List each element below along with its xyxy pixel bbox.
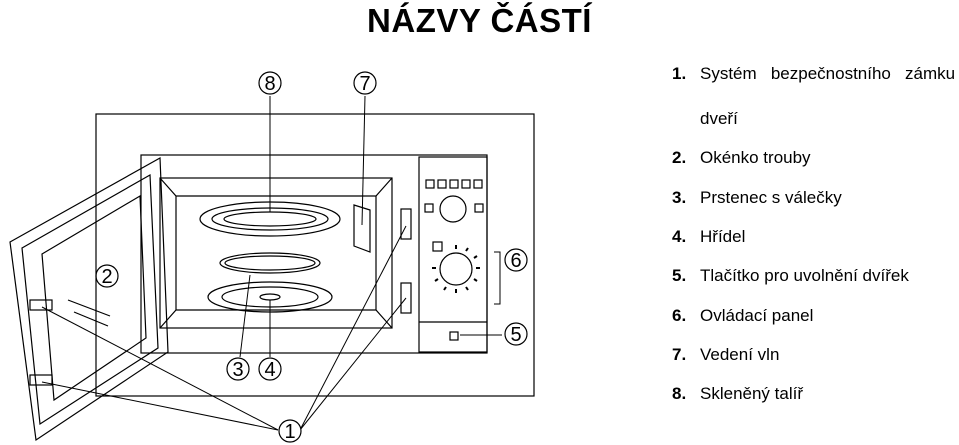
callout-label: 6	[510, 250, 521, 272]
callout-label: 2	[101, 266, 112, 288]
legend-text: Prstenec s válečky	[700, 188, 842, 207]
legend-item-7: 7. Vedení vln	[672, 345, 779, 365]
defrost-icon	[432, 241, 443, 252]
callout-7: 7	[353, 71, 377, 95]
waveguide-cover	[353, 204, 371, 253]
callout-label: 5	[510, 324, 521, 346]
oven-door	[9, 156, 169, 442]
legend-number: 1.	[672, 64, 687, 83]
door-release-button	[449, 331, 459, 341]
door-inner-frame	[21, 173, 159, 426]
cavity-floor	[159, 309, 393, 329]
legend-item-8: 8. Skleněný talíř	[672, 384, 803, 404]
page-title: NÁZVY ČÁSTÍ	[367, 2, 592, 39]
legend-number: 4.	[672, 227, 687, 246]
door-window	[41, 194, 147, 402]
timer-knob	[439, 252, 473, 286]
legend-number: 8.	[672, 384, 687, 403]
cavity-ceiling	[159, 177, 393, 197]
legend-number: 7.	[672, 345, 687, 364]
legend-number: 3.	[672, 188, 687, 207]
legend-text: Okénko trouby	[700, 148, 811, 167]
legend-number: 5.	[672, 266, 687, 285]
callout-leaders	[41, 95, 502, 431]
legend-text: Tlačítko pro uvolnění dvířek	[700, 266, 909, 285]
legend-item-6: 6. Ovládací panel	[672, 306, 813, 326]
microwave-outer-frame	[95, 113, 535, 397]
legend-item-4: 4. Hřídel	[672, 227, 745, 247]
callout-8: 8	[258, 71, 282, 95]
legend-text: Skleněný talíř	[700, 384, 803, 403]
timer-scale-ticks	[432, 245, 480, 293]
door-latch-slot-upper	[400, 208, 412, 240]
legend-text: Ovládací panel	[700, 306, 814, 325]
callout-3: 3	[226, 357, 250, 381]
control-panel	[418, 156, 488, 353]
legend-text: Vedení vln	[700, 345, 780, 364]
door-window-shine	[67, 299, 111, 327]
power-knob	[439, 195, 467, 223]
callout-label: 1	[284, 421, 295, 443]
legend-text: Systém bezpečnostního zámku	[700, 64, 956, 83]
callout-label: 3	[232, 359, 243, 381]
callout-5: 5	[504, 322, 528, 346]
door-latch-slot-lower	[400, 282, 412, 314]
callout-label: 7	[359, 73, 370, 95]
door-hinges	[29, 299, 53, 386]
callout-1: 1	[278, 419, 302, 443]
callout-label: 4	[264, 359, 275, 381]
legend-text: dveří	[700, 109, 738, 128]
power-level-icons	[424, 179, 484, 213]
callout-4: 4	[258, 357, 282, 381]
legend-item-5: 5. Tlačítko pro uvolnění dvířek	[672, 266, 909, 286]
callout-6: 6	[504, 248, 528, 272]
legend-number: 6.	[672, 306, 687, 325]
roller-ring	[219, 252, 321, 274]
legend-text: Hřídel	[700, 227, 746, 246]
callout-2: 2	[95, 264, 119, 288]
legend-number: 2.	[672, 148, 687, 167]
legend-item-1: 1. Systém bezpečnostního zámku	[672, 64, 955, 84]
legend-item-3: 3. Prstenec s válečky	[672, 188, 842, 208]
legend-item-2: 2. Okénko trouby	[672, 148, 811, 168]
callout-label: 8	[264, 73, 275, 95]
